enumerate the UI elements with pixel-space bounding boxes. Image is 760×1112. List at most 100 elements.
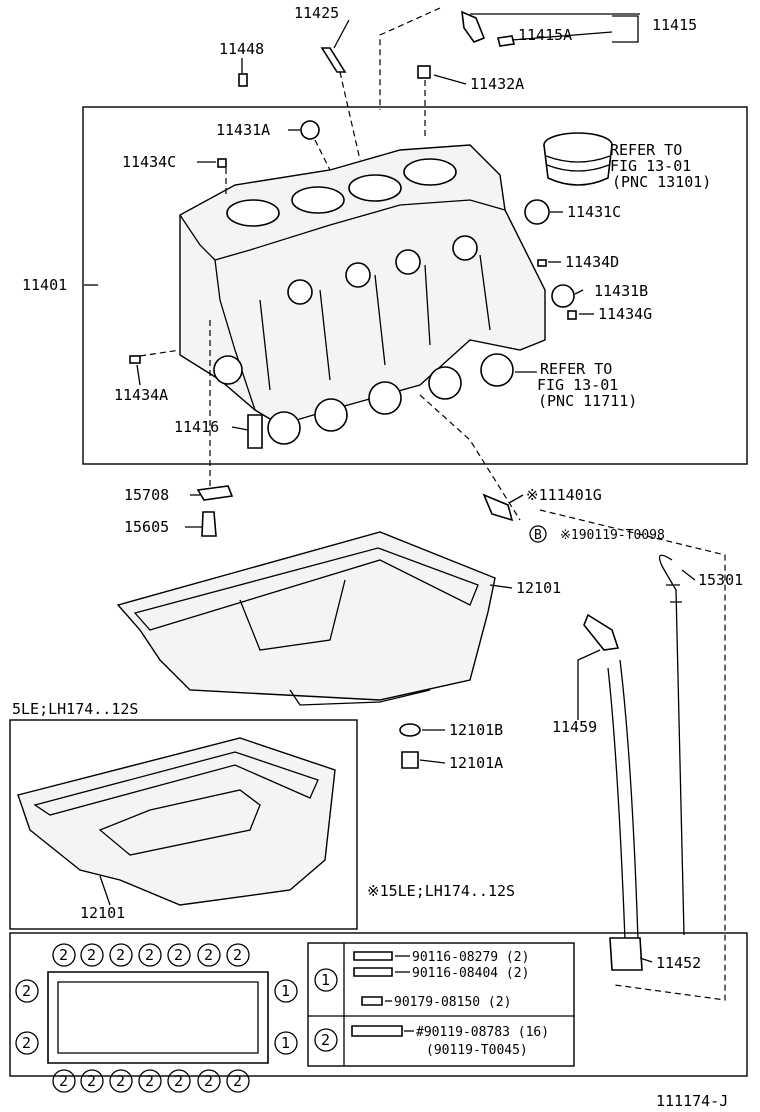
stud-11425	[320, 47, 347, 73]
group2-circle	[314, 1028, 338, 1052]
label-12101-main: 12101	[516, 579, 561, 597]
refer-11711-line1: REFER TO	[540, 360, 612, 378]
engine-block-frame	[82, 106, 748, 465]
bolt-legend-frame	[307, 942, 575, 1067]
group1-circle	[314, 968, 338, 992]
label-11425: 11425	[294, 4, 339, 22]
group1-symbol: 1	[321, 971, 330, 989]
plug-11431a	[300, 120, 320, 140]
symbol-b-circle	[529, 525, 547, 543]
label-11434d: 11434D	[565, 253, 619, 271]
plug-11432a	[417, 65, 431, 79]
refer-11711-line2: FIG 13-01	[537, 376, 618, 394]
gasket-mark-top-3: 2	[145, 946, 154, 964]
gasket-mark-bottom-1-circle	[80, 1069, 104, 1093]
gasket-mark-top-2-circle	[109, 943, 133, 967]
union-11415a	[461, 10, 486, 43]
note-star: ※15LE;LH174..12S	[367, 882, 515, 900]
gasket-mark-top-6-circle	[226, 943, 250, 967]
plug-11431c	[524, 199, 550, 225]
plug-12101a	[401, 751, 419, 769]
bolt-1a-text: 90116-08279 (2)	[412, 950, 529, 965]
gasket-bolt-frame	[9, 932, 748, 1077]
label-15605: 15605	[124, 518, 169, 536]
pin-11434g	[567, 310, 577, 320]
bolt-glyph-2	[351, 1025, 403, 1037]
gasket-mark-bottom-6-circle	[226, 1069, 250, 1093]
label-12101-inset: 12101	[80, 904, 125, 922]
variant-oil-pan-drawing	[17, 737, 336, 906]
variant-title: 5LE;LH174..12S	[12, 700, 138, 718]
variant-inset-frame	[9, 719, 358, 930]
gasket-mark-bottom-3-circle	[138, 1069, 162, 1093]
gasket-mark-bottom-1: 2	[87, 1072, 96, 1090]
label-11415: 11415	[652, 16, 697, 34]
gasket-mark-top-1: 2	[87, 946, 96, 964]
seal-11431b	[551, 284, 575, 308]
label-11432a: 11432A	[470, 75, 524, 93]
figure-code: 111174-J	[656, 1092, 728, 1110]
gasket-mark-top-6: 2	[233, 946, 242, 964]
bracket-15708	[196, 485, 234, 501]
label-11459: 11459	[552, 718, 597, 736]
piston-drawing	[543, 132, 613, 186]
bolt-1c-text: 90179-08150 (2)	[394, 995, 511, 1010]
gasket-mark-bottom-5: 2	[204, 1072, 213, 1090]
label-11434a: 11434A	[114, 386, 168, 404]
sensor-111401g	[482, 493, 514, 522]
gasket-mark-bottom-4: 2	[174, 1072, 183, 1090]
refer-11711-line3: (PNC 11711)	[538, 392, 637, 410]
bolt-15605	[201, 511, 217, 537]
refer-13101-line1: REFER TO	[610, 141, 682, 159]
dipstick-drawing	[658, 554, 685, 936]
gasket-mark-bottom-4-circle	[167, 1069, 191, 1093]
main-bearings	[267, 353, 514, 445]
label-11415a: 11415A	[518, 26, 572, 44]
plug-11448	[238, 73, 248, 87]
label-11416: 11416	[174, 418, 219, 436]
gasket-mark-right-0: 1	[281, 982, 290, 1000]
label-15708: 15708	[124, 486, 169, 504]
gasket-mark-bottom-2: 2	[116, 1072, 125, 1090]
gasket-mark-left-1: 2	[22, 1034, 31, 1052]
bolt-2a-text: #90119-08783 (16)	[416, 1025, 549, 1040]
gasket-mark-right-1: 1	[281, 1034, 290, 1052]
gasket-mark-left-0-circle	[15, 979, 39, 1003]
refer-13101-line2: FIG 13-01	[610, 157, 691, 175]
label-111401g: ※111401G	[526, 486, 602, 504]
gasket-12101b	[399, 723, 421, 737]
bolt-glyph-1a	[353, 951, 393, 961]
pin-11434d	[537, 259, 547, 267]
gasket-mark-bottom-5-circle	[197, 1069, 221, 1093]
bolt-11415	[497, 35, 515, 47]
label-bolt-b: ※190119-T0098	[560, 528, 665, 543]
gasket-mark-top-3-circle	[138, 943, 162, 967]
pin-11434c	[217, 158, 227, 168]
label-11401: 11401	[22, 276, 67, 294]
group2-symbol: 2	[321, 1031, 330, 1049]
gasket-mark-top-0: 2	[59, 946, 68, 964]
assembly-dashed-lines	[139, 7, 726, 1001]
bolt-2b-text: (90119-T0045)	[426, 1043, 528, 1058]
label-11448: 11448	[219, 40, 264, 58]
symbol-b: B	[534, 528, 542, 543]
gasket-mark-top-1-circle	[80, 943, 104, 967]
label-11452: 11452	[656, 954, 701, 972]
gasket-mark-left-1-circle	[15, 1031, 39, 1055]
label-15301: 15301	[698, 571, 743, 589]
label-12101b: 12101B	[449, 721, 503, 739]
dipstick-guide-drawing	[583, 613, 643, 971]
gasket-outline	[47, 971, 269, 1064]
gasket-mark-left-0: 2	[22, 982, 31, 1000]
gasket-mark-top-4-circle	[167, 943, 191, 967]
cylinder-block-drawing	[179, 144, 546, 426]
bolt-1b-text: 90116-08404 (2)	[412, 966, 529, 981]
pin-11434a	[129, 355, 141, 364]
gasket-mark-top-2: 2	[116, 946, 125, 964]
label-11431b: 11431B	[594, 282, 648, 300]
bolt-glyph-1b	[353, 967, 393, 977]
gasket-mark-bottom-6: 2	[233, 1072, 242, 1090]
leader-lines	[84, 13, 696, 1032]
